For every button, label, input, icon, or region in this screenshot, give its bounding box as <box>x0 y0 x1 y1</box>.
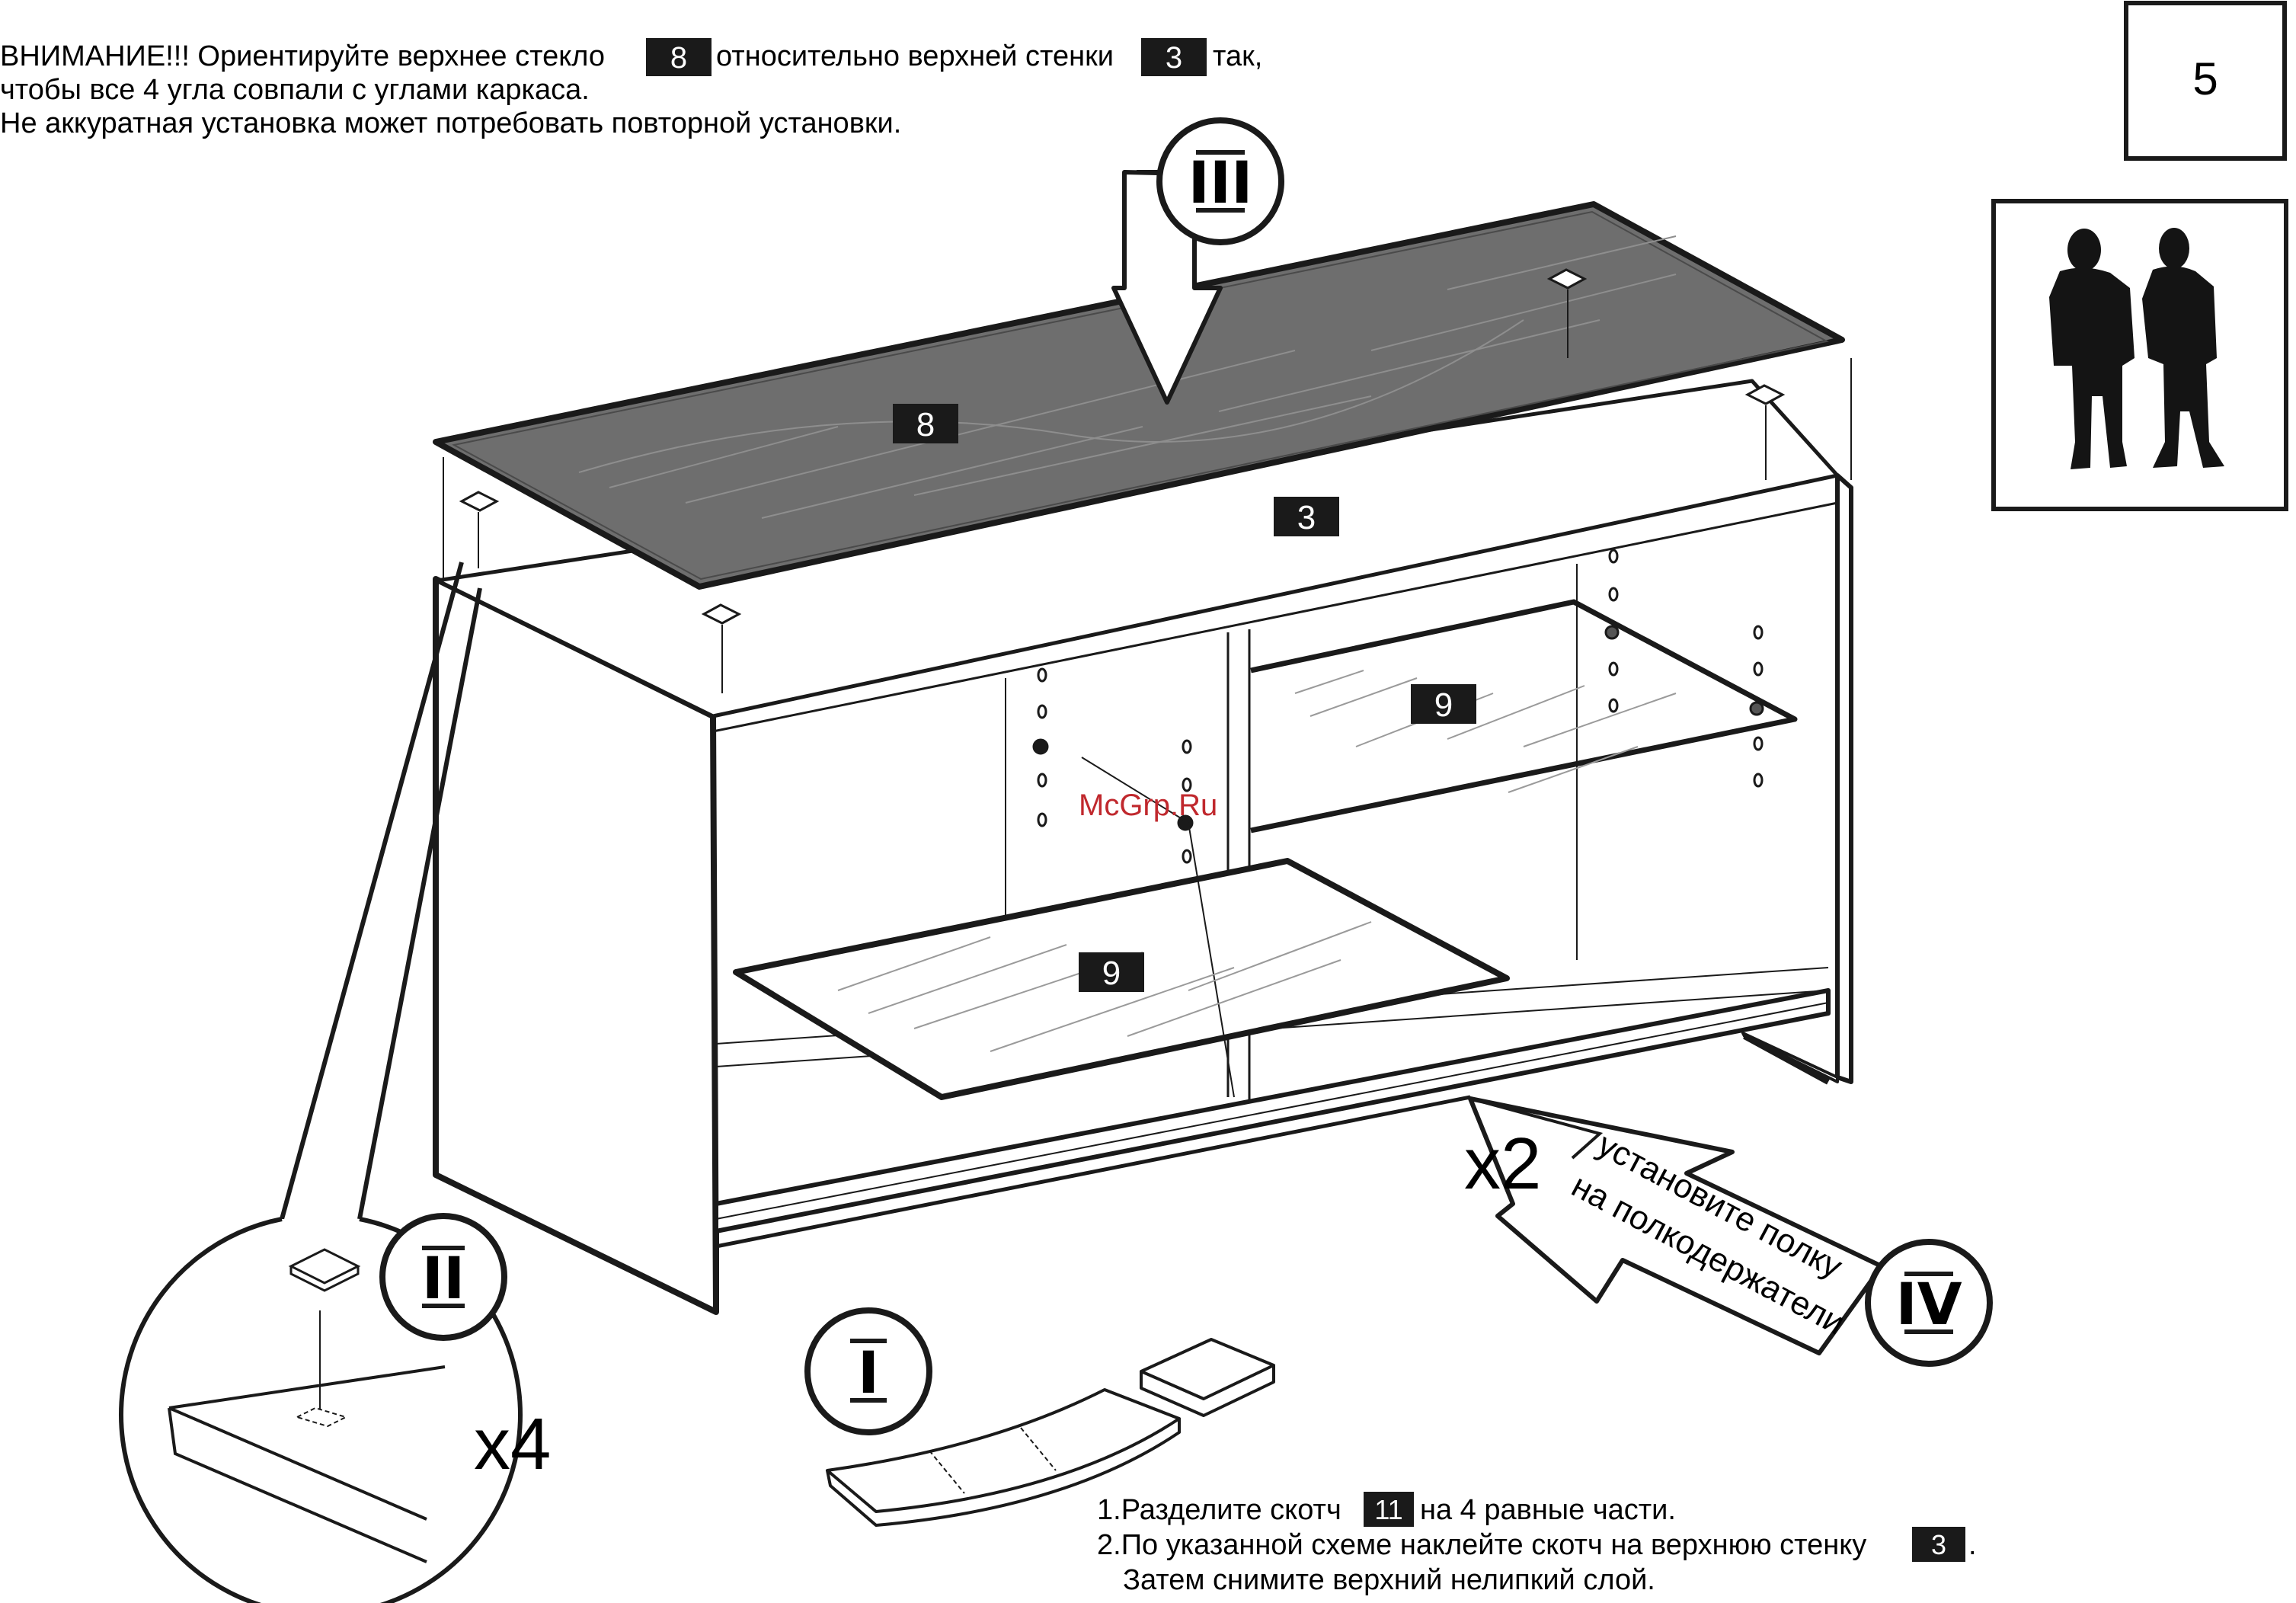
header-badge-3 <box>1141 38 1207 76</box>
corner-pads <box>443 268 1852 693</box>
header-warning: ВНИМАНИЕ!!! Ориентируйте верхнее стекло … <box>0 38 1262 139</box>
page-number: 5 <box>2192 53 2218 104</box>
top-glass-label: 8 <box>916 406 935 443</box>
instruction-1-part-b: на 4 равные части. <box>1420 1494 1676 1526</box>
page-number-box <box>2124 1 2287 161</box>
upper-shelf-label: 9 <box>1434 686 1453 724</box>
tape-strip <box>826 1388 1181 1527</box>
instruction-3: Затем снимите верхний нелипкий слой. <box>1123 1564 1655 1596</box>
step-iii-label: III <box>1188 149 1253 216</box>
lower-shelf-label: 9 <box>1102 955 1121 992</box>
header-badge-3-label: 3 <box>1166 41 1182 75</box>
upper-glass-shelf: 9 <box>1250 599 1798 833</box>
top-glass: 8 <box>433 201 1845 590</box>
top-glass-badge <box>893 404 958 443</box>
cabinet-body <box>433 379 1853 1315</box>
header-badge-8 <box>646 38 712 76</box>
header-badge-8-label: 8 <box>670 41 687 75</box>
step-i-circle: I <box>804 1307 932 1435</box>
header-line1-part-a: ВНИМАНИЕ!!! Ориентируйте верхнее стекло <box>0 40 605 72</box>
tape-piece <box>1140 1338 1275 1417</box>
top-glass-panel <box>433 201 1845 590</box>
top-panel-label: 3 <box>1297 499 1316 536</box>
watermark: McGrp.Ru <box>1079 789 1217 822</box>
multiplier-x4: x4 <box>474 1403 551 1485</box>
multiplier-x2: x2 <box>1464 1123 1541 1205</box>
instruction-2-part-b: . <box>1968 1529 1977 1561</box>
step-ii-label: II <box>422 1244 465 1312</box>
header-line2: чтобы все 4 угла совпали с углами каркас… <box>0 74 590 106</box>
instruction-1-badge <box>1364 1492 1414 1527</box>
instruction-2-badge <box>1912 1527 1965 1562</box>
instruction-1-badge-label: 11 <box>1374 1494 1402 1525</box>
header-line1-part-c: так, <box>1213 40 1262 72</box>
instruction-2-part-a: 2.По указанной схеме наклейте скотч на в… <box>1097 1529 1866 1561</box>
two-people-icon <box>1991 199 2288 511</box>
shelf-pin-holes <box>1032 549 1764 904</box>
lower-glass-shelf: 9 <box>733 757 1510 1100</box>
lower-shelf-badge <box>1079 952 1144 992</box>
step-iv-circle: IV <box>1865 1239 1993 1367</box>
instruction-1-part-a: 1.Разделите скотч <box>1097 1494 1341 1526</box>
step-iv-arrow <box>1468 1096 1884 1355</box>
instructions: 1.Разделите скотч 11 на 4 равные части. … <box>1097 1492 1977 1596</box>
upper-shelf-badge <box>1411 684 1476 724</box>
step-iii-circle: III <box>1156 117 1284 245</box>
instruction-2-badge-label: 3 <box>1931 1529 1946 1560</box>
step-i-label: I <box>858 1339 879 1406</box>
header-line1-part-b: относительно верхней стенки <box>716 40 1114 72</box>
step-iv-label: IV <box>1895 1270 1962 1338</box>
step-ii-circle: II <box>379 1213 507 1341</box>
top-panel-badge <box>1274 497 1339 536</box>
header-line3: Не аккуратная установка может потребоват… <box>0 107 901 139</box>
